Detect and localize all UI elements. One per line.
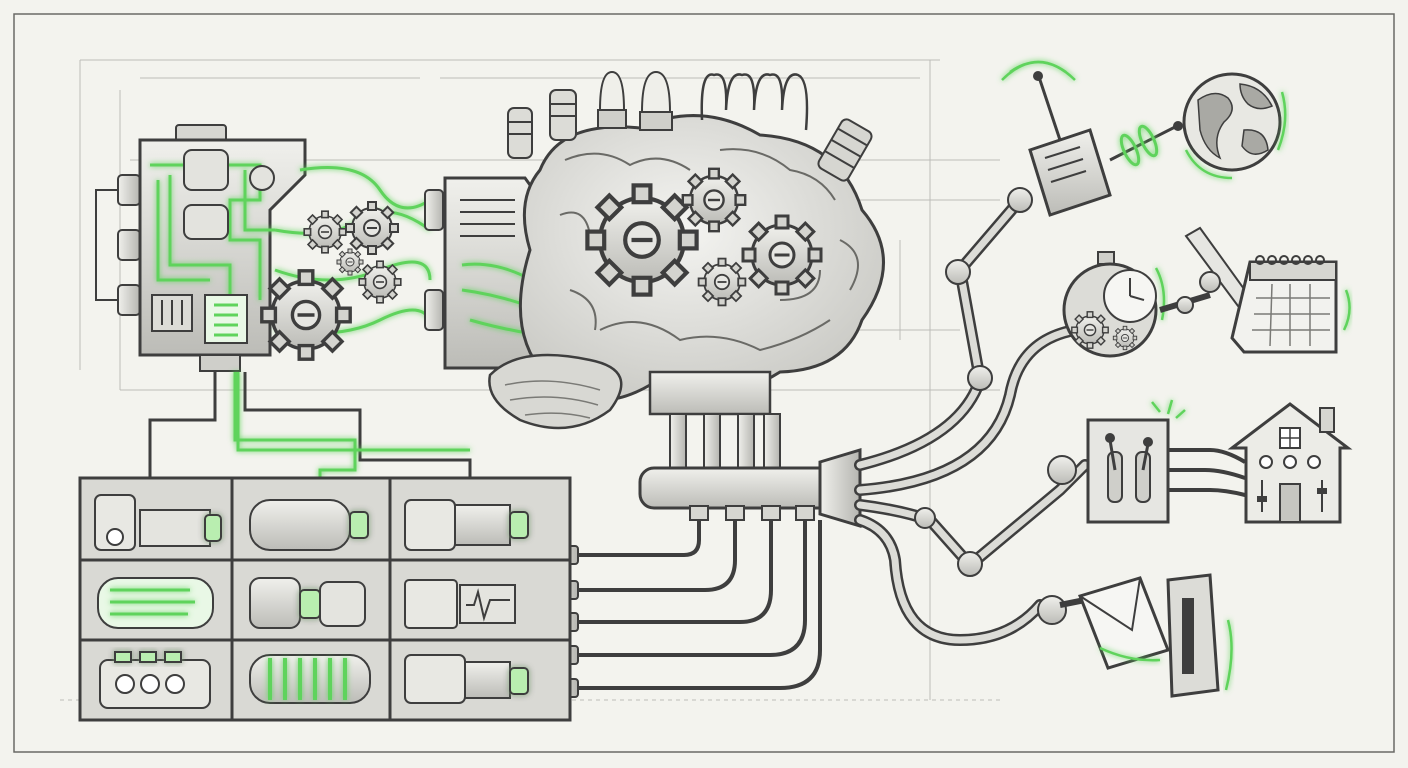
processor-capacitors (183, 149, 275, 240)
side-tube (817, 118, 873, 182)
brain-folds (559, 148, 859, 352)
calendar-icon (1230, 255, 1351, 354)
processor-to-rack-cables (148, 372, 472, 480)
vacuum-tubes (507, 70, 673, 159)
rack-modules (94, 494, 529, 709)
manifold-to-rack-cables (570, 520, 822, 690)
toggle-switch-panel-icon (1086, 399, 1186, 524)
arm-to-switches (854, 455, 1091, 577)
house-icon (1227, 402, 1353, 534)
brain-base-block (648, 370, 772, 416)
processor-side-connectors (95, 174, 141, 316)
coil-spring (700, 73, 809, 131)
memory-rack (78, 476, 572, 722)
processor-unit (95, 124, 444, 372)
drawing-frame (13, 13, 1395, 753)
brain-cerebellum (488, 353, 623, 430)
arm-to-antenna (854, 187, 1033, 471)
mail-slot-icon (1166, 573, 1233, 698)
arm-to-envelope (854, 514, 1086, 647)
globe-icon (1182, 72, 1287, 180)
processor-gears (260, 201, 402, 361)
arm-to-clock (854, 324, 1081, 496)
pencil-icon (1184, 226, 1254, 314)
brain-lobes (518, 114, 885, 402)
brain-core (443, 70, 885, 471)
antenna-transmitter-icon (1001, 60, 1183, 217)
processor-chip (151, 294, 248, 344)
brain-downtubes (669, 413, 781, 471)
switch-to-house-cables (1168, 448, 1247, 497)
envelope-icon (1078, 576, 1170, 670)
stopwatch-icon (1062, 251, 1211, 358)
